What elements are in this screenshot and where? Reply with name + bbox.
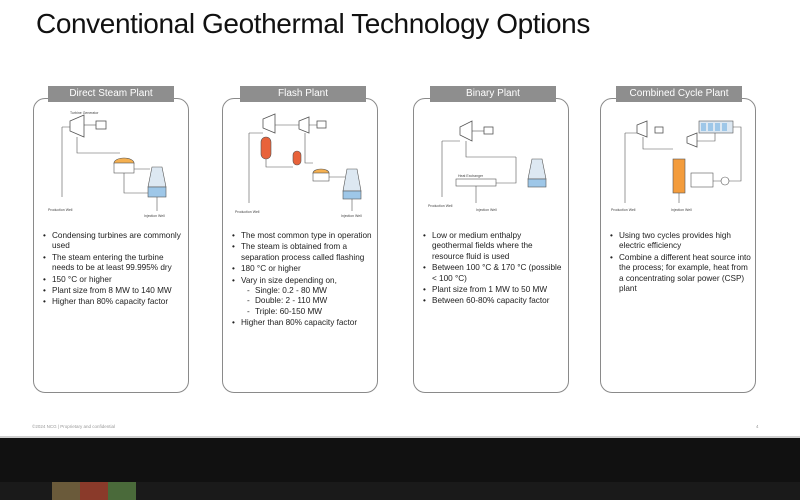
participant-strip (0, 482, 800, 500)
list-item: Single: 0.2 - 80 MW (241, 286, 373, 297)
svg-text:Production Well: Production Well (48, 208, 73, 212)
participant-thumbnail[interactable] (80, 482, 108, 500)
card-flash: Production Well Injection Well The most … (222, 98, 378, 393)
card-header-combined-cycle: Combined Cycle Plant (616, 86, 742, 102)
svg-text:Injection Well: Injection Well (671, 208, 692, 212)
card-direct-steam: Production Well Injection Well Turbine G… (33, 98, 189, 393)
bullets-binary: Low or medium enthalpy geothermal fields… (420, 231, 564, 308)
list-item: The steam entering the turbine needs to … (40, 253, 184, 274)
svg-text:Production Well: Production Well (611, 208, 636, 212)
list-item: Condensing turbines are commonly used (40, 231, 184, 252)
list-item: Higher than 80% capacity factor (40, 297, 184, 308)
slide: Conventional Geothermal Technology Optio… (0, 0, 800, 438)
page-number: 4 (756, 424, 759, 429)
svg-text:Heat Exchanger: Heat Exchanger (458, 174, 484, 178)
card-binary: Production Well Injection Well Heat Exch… (413, 98, 569, 393)
card-header-direct-steam: Direct Steam Plant (48, 86, 174, 102)
sub-bullets-flash: Single: 0.2 - 80 MW Double: 2 - 110 MW T… (241, 286, 373, 318)
bullets-flash: The most common type in operation The st… (229, 231, 373, 330)
svg-text:Injection Well: Injection Well (476, 208, 497, 212)
slide-footer: ©2024 NCG | Proprietary and confidential (32, 424, 116, 429)
list-item: Plant size from 1 MW to 50 MW (420, 285, 564, 296)
list-item: Triple: 60-150 MW (241, 307, 373, 318)
list-item: Higher than 80% capacity factor (229, 318, 373, 329)
list-item: The most common type in operation (229, 231, 373, 242)
list-item: The steam is obtained from a separation … (229, 242, 373, 263)
participant-thumbnail[interactable] (108, 482, 136, 500)
list-item: Plant size from 8 MW to 140 MW (40, 286, 184, 297)
list-item-label: Vary in size depending on, (241, 275, 337, 285)
list-item: 180 °C or higher (229, 264, 373, 275)
card-header-binary: Binary Plant (430, 86, 556, 102)
list-item: Between 100 °C & 170 °C (possible < 100 … (420, 263, 564, 284)
bullets-combined-cycle: Using two cycles provides high electric … (607, 231, 751, 295)
svg-text:Production Well: Production Well (428, 204, 453, 208)
card-combined-cycle: Production Well Injection Well Using two… (600, 98, 756, 393)
svg-text:Turbine Generator: Turbine Generator (70, 111, 99, 115)
flash-plant-diagram: Production Well Injection Well (235, 113, 362, 218)
svg-text:Injection Well: Injection Well (341, 214, 362, 218)
list-item: 150 °C or higher (40, 275, 184, 286)
divider (0, 436, 800, 438)
participant-thumbnail[interactable] (52, 482, 80, 500)
svg-text:Injection Well: Injection Well (144, 214, 165, 218)
list-item: Between 60-80% capacity factor (420, 296, 564, 307)
list-item: Using two cycles provides high electric … (607, 231, 751, 252)
bullets-direct-steam: Condensing turbines are commonly used Th… (40, 231, 184, 309)
combined-cycle-diagram: Production Well Injection Well (611, 120, 742, 212)
direct-steam-diagram: Production Well Injection Well Turbine G… (48, 111, 167, 218)
list-item: Combine a different heat source into the… (607, 253, 751, 295)
video-bar (0, 438, 800, 482)
binary-plant-diagram: Production Well Injection Well Heat Exch… (428, 120, 547, 212)
svg-text:Production Well: Production Well (235, 210, 260, 214)
list-item: Vary in size depending on, Single: 0.2 -… (229, 276, 373, 318)
slide-title: Conventional Geothermal Technology Optio… (36, 8, 590, 39)
card-header-flash: Flash Plant (240, 86, 366, 102)
list-item: Low or medium enthalpy geothermal fields… (420, 231, 564, 262)
list-item: Double: 2 - 110 MW (241, 296, 373, 307)
